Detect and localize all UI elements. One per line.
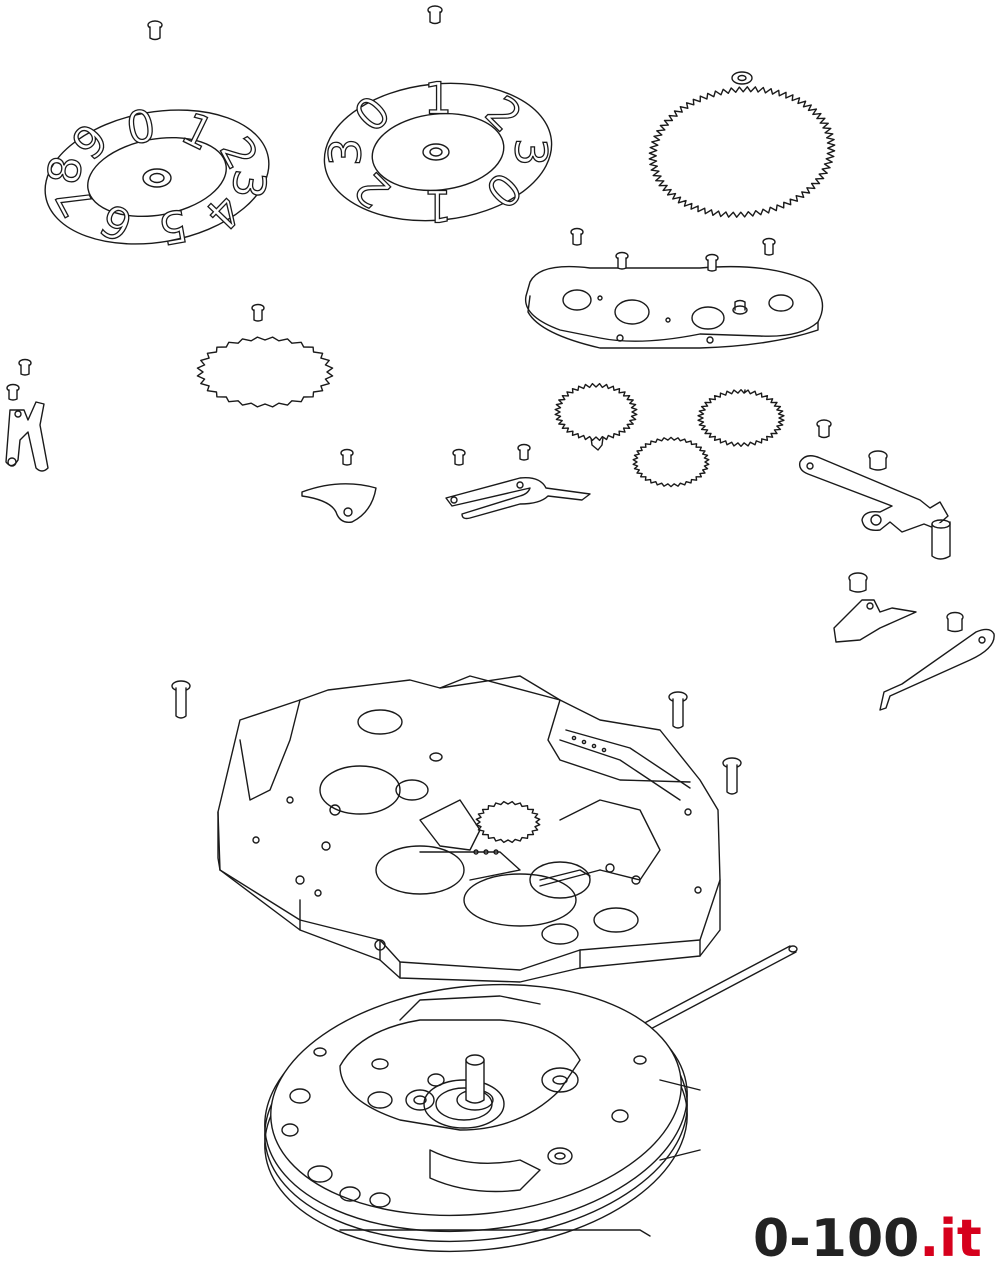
gear-teeth — [648, 86, 836, 218]
disk-digit: 1 — [424, 180, 452, 231]
small-wheel-center — [632, 436, 710, 488]
watermark-text: 0-100.it — [753, 1209, 982, 1266]
plate-screw-right-1 — [668, 691, 688, 729]
base-movement — [264, 945, 798, 1253]
units-date-disk — [44, 109, 270, 245]
calendar-module-plate — [171, 675, 742, 983]
tens-date-disk — [323, 82, 553, 222]
date-bridge-plate — [524, 265, 824, 349]
intermediate-wheel-right — [697, 389, 785, 447]
jumper-spring — [445, 477, 591, 520]
gear-teeth — [196, 336, 334, 408]
watermark-logo: 0-100.it — [753, 1209, 982, 1266]
disk-digit: 1 — [424, 74, 452, 125]
gear-teeth — [697, 389, 785, 447]
screw-top-left — [147, 20, 163, 41]
pin-screws-middle — [340, 419, 888, 471]
screw-left-small — [6, 358, 32, 401]
bridge-screws — [570, 227, 776, 272]
corrector-lever-right — [798, 455, 951, 560]
jumper-cam — [301, 483, 377, 523]
watermark-text-dark: 0-100 — [753, 1209, 919, 1266]
disk-digit: 3 — [321, 138, 372, 166]
intermediate-wheel-left — [554, 382, 638, 451]
gear-teeth — [632, 436, 710, 488]
svg-text:0-100.it: 0-100.it — [753, 1209, 982, 1266]
lever-screw-right — [848, 572, 964, 633]
setting-lever — [833, 599, 917, 643]
screw-top-center — [427, 5, 443, 25]
disk-digit: 3 — [505, 138, 556, 166]
jewel-top-right — [731, 71, 753, 85]
plate-screw-right-2 — [722, 757, 742, 795]
watermark-text-accent: .it — [919, 1209, 981, 1266]
gear-teeth — [554, 382, 638, 442]
date-driving-wheel — [196, 303, 334, 408]
corrector-lever-left — [5, 401, 49, 472]
plate-screw-left — [171, 680, 191, 719]
toothed-date-ring — [648, 86, 836, 218]
spring-lever-right — [879, 628, 995, 711]
gear-teeth — [475, 800, 541, 844]
